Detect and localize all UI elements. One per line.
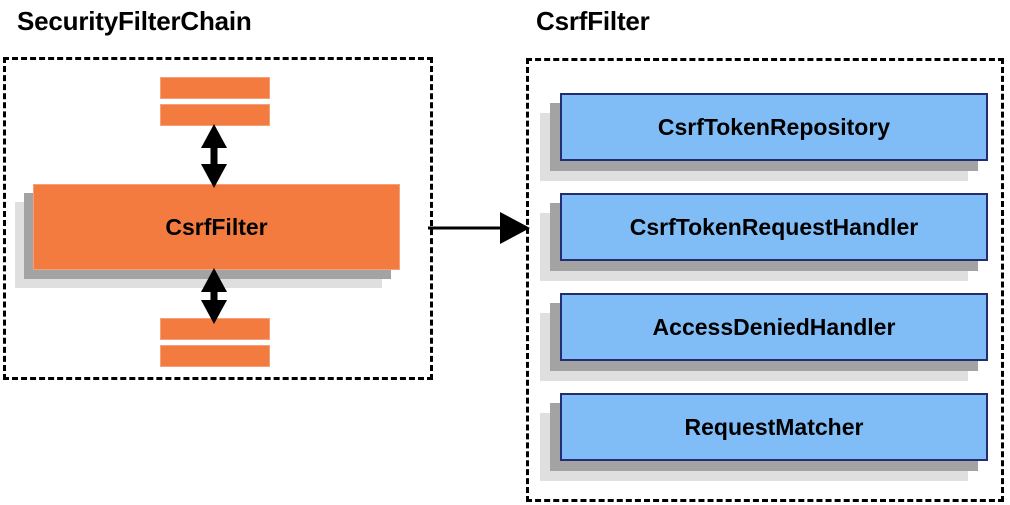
collaborator-box-face: CsrfTokenRequestHandler xyxy=(560,193,988,261)
collaborator-box-face: RequestMatcher xyxy=(560,393,988,461)
csrf-filter-to-detail-arrow-icon xyxy=(428,212,530,244)
collaborator-label: AccessDeniedHandler xyxy=(652,313,896,340)
csrf-filter-detail-panel xyxy=(526,58,1004,502)
filter-bar-bottom-1 xyxy=(160,318,270,340)
filter-bar-top-1 xyxy=(160,77,270,99)
collaborator-box-csrf-token-repository[interactable]: CsrfTokenRepository xyxy=(540,93,988,181)
page-title-security-filter-chain: SecurityFilterChain xyxy=(17,6,252,36)
csrf-filter-box[interactable]: CsrfFilter xyxy=(15,184,400,288)
collaborator-box-face: AccessDeniedHandler xyxy=(560,293,988,361)
collaborator-box-request-matcher[interactable]: RequestMatcher xyxy=(540,393,988,481)
collaborator-label: CsrfTokenRequestHandler xyxy=(629,213,919,240)
page-title-csrf-filter: CsrfFilter xyxy=(536,6,650,36)
filter-bar-top-2 xyxy=(160,104,270,126)
collaborator-box-face: CsrfTokenRepository xyxy=(560,93,988,161)
csrf-filter-box-face: CsrfFilter xyxy=(33,184,400,270)
filter-bar-bottom-2 xyxy=(160,345,270,367)
csrf-filter-box-label: CsrfFilter xyxy=(165,213,268,240)
collaborator-box-csrf-token-request-handler[interactable]: CsrfTokenRequestHandler xyxy=(540,193,988,281)
collaborator-box-access-denied-handler[interactable]: AccessDeniedHandler xyxy=(540,293,988,381)
security-filter-chain-panel xyxy=(3,57,433,380)
collaborator-label: RequestMatcher xyxy=(684,413,864,440)
collaborator-label: CsrfTokenRepository xyxy=(657,113,891,140)
